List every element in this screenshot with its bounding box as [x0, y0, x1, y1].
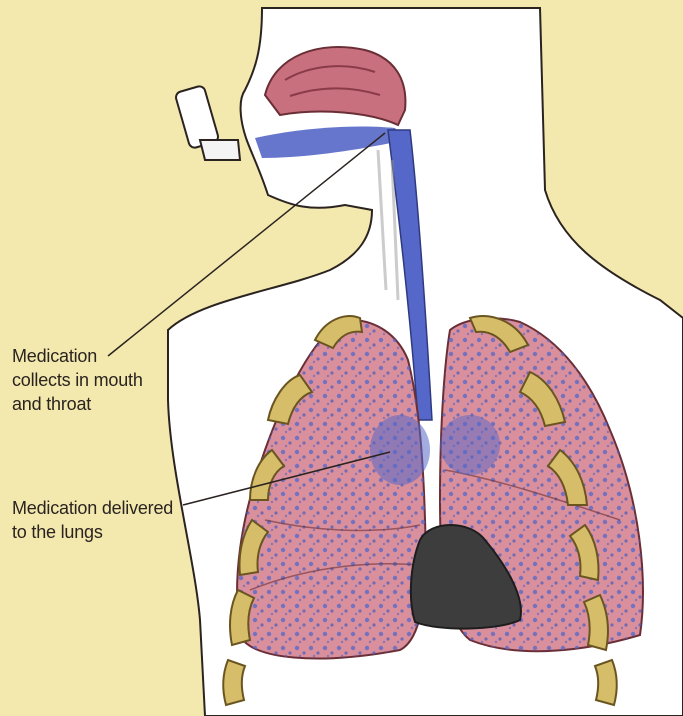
annotation-mouth-throat: Medication collects in mouth and throat: [12, 344, 172, 416]
inhaler-icon: [175, 85, 240, 160]
annotation-lungs: Medication delivered to the lungs: [12, 496, 192, 544]
